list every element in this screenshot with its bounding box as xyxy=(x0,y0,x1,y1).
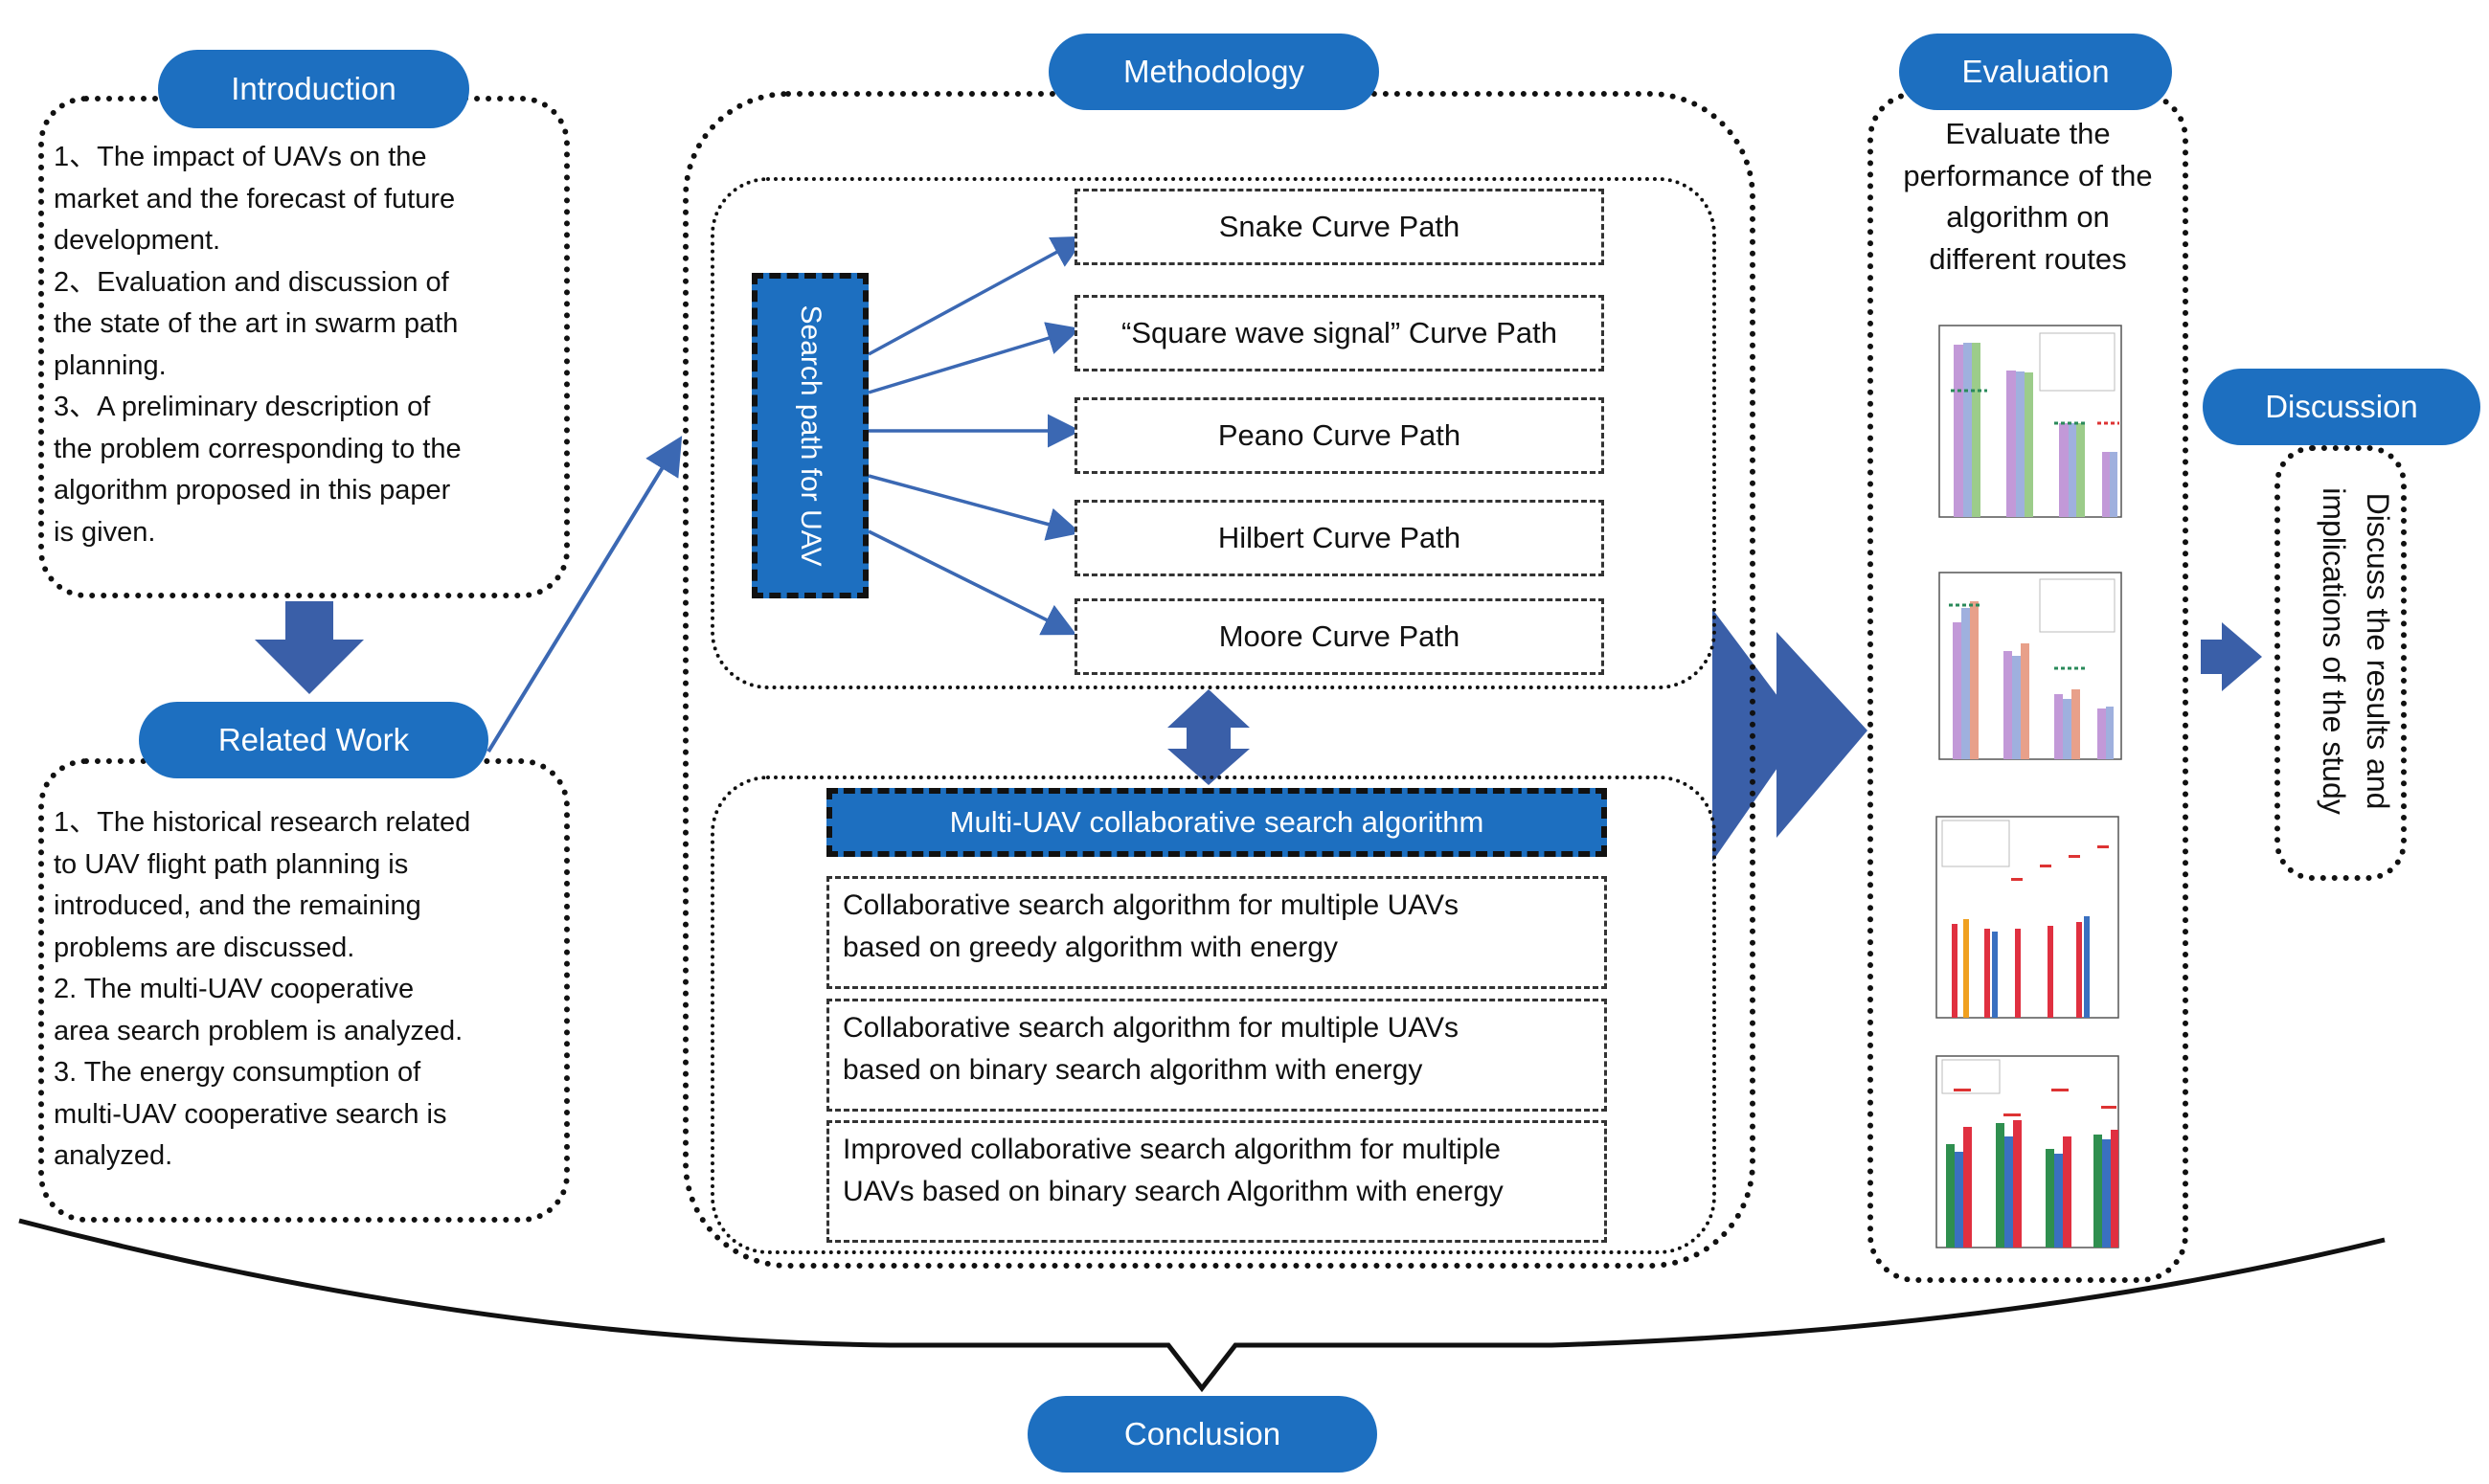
evaluation-thumbnail-2 xyxy=(1938,572,2122,760)
algorithm-line: based on binary search algorithm with en… xyxy=(843,1054,1423,1086)
path-snake: Snake Curve Path xyxy=(1075,189,1604,265)
arrow-to-moore xyxy=(868,529,1077,636)
algorithm-line: Collaborative search algorithm for multi… xyxy=(843,889,1459,921)
related-work-line: 1、The historical research related xyxy=(54,807,471,838)
introduction-line: the state of the art in swarm path xyxy=(54,308,459,339)
evaluation-thumbnail-1 xyxy=(1938,325,2122,518)
algorithm-greedy: Collaborative search algorithm for multi… xyxy=(826,876,1607,989)
evaluation-line: different routes xyxy=(1929,241,2127,276)
arrow-to-square-wave xyxy=(868,322,1081,394)
path-hilbert: Hilbert Curve Path xyxy=(1075,500,1604,576)
arrow-to-snake xyxy=(868,236,1087,356)
arrow-down-intro-to-related xyxy=(255,601,364,694)
discussion-line: Discuss the results and xyxy=(2361,492,2395,810)
evaluation-line: Evaluate the xyxy=(1945,117,2111,150)
conclusion-title: Conclusion xyxy=(1028,1396,1377,1473)
evaluation-title: Evaluation xyxy=(1899,34,2172,110)
evaluation-thumbnail-4 xyxy=(1935,1055,2119,1248)
introduction-line: planning. xyxy=(54,349,167,381)
search-path-box: Search path for UAV xyxy=(752,273,869,598)
evaluation-thumbnail-3 xyxy=(1935,816,2119,1019)
evaluation-text: Evaluate the performance of the algorith… xyxy=(1877,113,2179,280)
related-work-line: multi-UAV cooperative search is xyxy=(54,1098,447,1130)
fan-arrows xyxy=(868,236,1087,636)
methodology-title: Methodology xyxy=(1049,34,1379,110)
introduction-line: is given. xyxy=(54,516,156,548)
discussion-text: Discuss the results and implications of … xyxy=(2312,487,2400,815)
path-square-wave: “Square wave signal” Curve Path xyxy=(1075,295,1604,371)
related-work-line: analyzed. xyxy=(54,1140,173,1171)
multi-uav-group xyxy=(711,776,1716,1254)
conclusion-brace xyxy=(18,1218,2386,1393)
introduction-line: market and the forecast of future xyxy=(54,183,456,214)
related-work-line: 3. The energy consumption of xyxy=(54,1057,421,1088)
related-work-line: 2. The multi-UAV cooperative xyxy=(54,974,415,1004)
algorithm-line: Collaborative search algorithm for multi… xyxy=(843,1012,1459,1044)
introduction-line: the problem corresponding to the xyxy=(54,433,462,464)
introduction-line: 3、A preliminary description of xyxy=(54,392,431,422)
arrow-to-hilbert xyxy=(868,474,1081,541)
introduction-line: 2、Evaluation and discussion of xyxy=(54,266,449,298)
discussion-title: Discussion xyxy=(2203,369,2480,445)
search-path-label: Search path for UAV xyxy=(795,304,826,567)
algorithm-line: UAVs based on binary search Algorithm wi… xyxy=(843,1176,1504,1207)
algorithm-binary: Collaborative search algorithm for multi… xyxy=(826,999,1607,1112)
introduction-line: algorithm proposed in this paper xyxy=(54,475,451,506)
related-work-line: introduced, and the remaining xyxy=(54,890,421,921)
introduction-line: development. xyxy=(54,225,221,256)
evaluation-line: algorithm on xyxy=(1946,200,2110,234)
multi-uav-title: Multi-UAV collaborative search algorithm xyxy=(826,788,1607,857)
chevron-to-evaluation-2 xyxy=(1776,632,1867,838)
algorithm-improved-binary: Improved collaborative search algorithm … xyxy=(826,1120,1607,1243)
related-work-title: Related Work xyxy=(139,702,488,778)
introduction-line: 1、The impact of UAVs on the xyxy=(54,142,427,172)
related-work-line: area search problem is analyzed. xyxy=(54,1015,464,1046)
introduction-text: 1、The impact of UAVs on the market and t… xyxy=(54,137,462,553)
discussion-line: implications of the study xyxy=(2317,487,2351,815)
related-work-text: 1、The historical research related to UAV… xyxy=(54,802,470,1178)
algorithm-line: based on greedy algorithm with energy xyxy=(843,932,1338,963)
path-moore: Moore Curve Path xyxy=(1075,598,1604,675)
algorithm-line: Improved collaborative search algorithm … xyxy=(843,1134,1501,1165)
path-peano: Peano Curve Path xyxy=(1075,397,1604,474)
arrow-related-to-methodology xyxy=(486,436,683,753)
related-work-line: problems are discussed. xyxy=(54,932,355,963)
chevron-to-evaluation-1 xyxy=(1712,609,1803,862)
related-work-line: to UAV flight path planning is xyxy=(54,848,409,880)
arrow-to-discussion xyxy=(2201,622,2262,691)
discussion-box xyxy=(2274,445,2407,881)
search-path-group xyxy=(711,177,1716,689)
introduction-title: Introduction xyxy=(158,50,469,128)
evaluation-line: performance of the xyxy=(1903,158,2153,192)
double-arrow-vertical xyxy=(1167,689,1250,785)
